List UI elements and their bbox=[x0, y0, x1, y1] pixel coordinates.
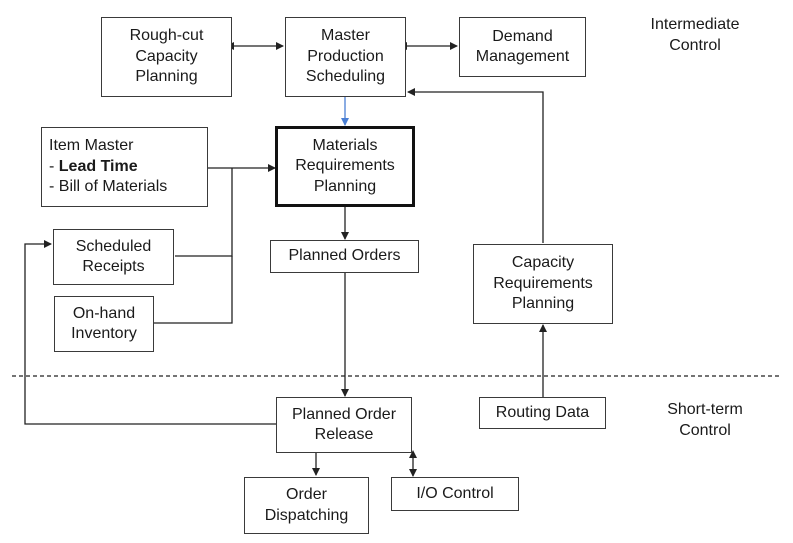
node-item-master-title: Item Master bbox=[49, 137, 134, 155]
node-por-line1: Planned Order bbox=[291, 405, 397, 423]
node-receipts-line2: Receipts bbox=[82, 258, 145, 275]
node-rough-cut-capacity-planning: Rough-cut Capacity Planning bbox=[101, 17, 232, 97]
node-master-production-scheduling: Master Production Scheduling bbox=[285, 17, 406, 97]
node-planned-order-release: Planned Order Release bbox=[276, 397, 412, 453]
node-crp-line1: Capacity bbox=[511, 254, 575, 272]
node-on-hand-inventory: On-hand Inventory bbox=[54, 296, 154, 352]
node-crp-line2: Requirements bbox=[493, 274, 593, 292]
node-rccp-line1: Rough-cut bbox=[129, 27, 204, 45]
node-item-master-dash: - bbox=[49, 157, 59, 175]
zone-label-intermediate: Intermediate Control bbox=[640, 15, 750, 57]
node-routing-label: Routing Data bbox=[495, 403, 590, 421]
node-planned-orders-label: Planned Orders bbox=[288, 247, 401, 265]
node-dispatch-line1: Order bbox=[286, 486, 327, 504]
node-rccp-line3: Planning bbox=[135, 68, 198, 86]
zone-label-short-term: Short-term Control bbox=[650, 400, 760, 442]
node-mps-line1: Master bbox=[321, 27, 370, 45]
node-io-control: I/O Control bbox=[391, 477, 519, 511]
node-capacity-requirements-planning: Capacity Requirements Planning bbox=[473, 244, 613, 324]
node-dispatch-line2: Dispatching bbox=[264, 506, 349, 524]
node-item-master-lead-time-label: Lead Time bbox=[58, 157, 138, 175]
zone-intermediate-line1: Intermediate bbox=[650, 16, 740, 33]
zone-intermediate-line2: Control bbox=[669, 36, 721, 54]
node-demand-line2: Management bbox=[475, 48, 570, 65]
node-onhand-line1: On-hand bbox=[72, 304, 136, 322]
node-order-dispatching: Order Dispatching bbox=[244, 477, 369, 534]
crp-mps-arrow bbox=[407, 88, 544, 243]
zone-short-term-line1: Short-term bbox=[667, 401, 743, 418]
node-item-master-lead-time: - Lead Time bbox=[49, 157, 167, 177]
zone-short-term-line2: Control bbox=[679, 421, 731, 439]
node-mrp-line3: Planning bbox=[313, 177, 377, 195]
node-receipts-line1: Scheduled bbox=[75, 237, 152, 255]
node-mps-line2: Production bbox=[307, 47, 384, 65]
node-crp-line3: Planning bbox=[511, 295, 575, 313]
node-demand-management: Demand Management bbox=[459, 17, 586, 77]
node-mrp-line2: Requirements bbox=[295, 157, 395, 175]
node-rccp-line2: Capacity bbox=[135, 47, 198, 65]
node-routing-data: Routing Data bbox=[479, 397, 606, 429]
node-io-label: I/O Control bbox=[416, 484, 494, 502]
node-scheduled-receipts: Scheduled Receipts bbox=[53, 229, 174, 285]
node-mps-line3: Scheduling bbox=[305, 68, 386, 86]
node-por-line2: Release bbox=[314, 426, 374, 443]
node-materials-requirements-planning: Materials Requirements Planning bbox=[275, 126, 415, 207]
inventory-collector bbox=[153, 256, 233, 324]
node-mrp-line1: Materials bbox=[312, 136, 378, 154]
node-item-master-bom: - Bill of Materials bbox=[49, 178, 168, 196]
node-item-master: Item Master - Lead Time - Bill of Materi… bbox=[41, 127, 208, 207]
node-demand-line1: Demand bbox=[492, 27, 553, 45]
node-onhand-line2: Inventory bbox=[71, 325, 137, 342]
por-receipts-feedback bbox=[24, 240, 276, 425]
node-planned-orders: Planned Orders bbox=[270, 240, 419, 273]
